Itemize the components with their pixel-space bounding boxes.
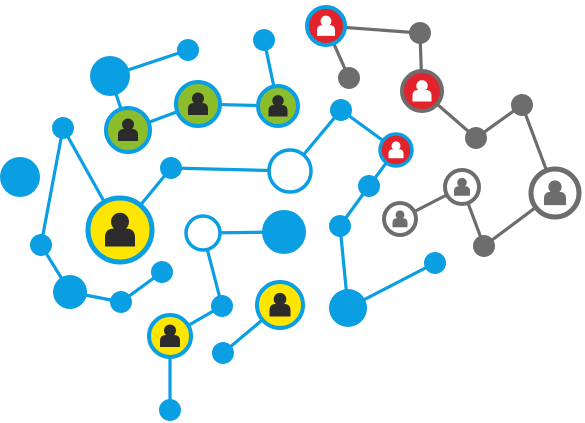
- network-node: [53, 275, 87, 309]
- person-nodes: [85, 5, 582, 359]
- network-node: [473, 235, 495, 257]
- network-node: [424, 252, 446, 274]
- person-node-gray: [443, 168, 481, 206]
- person-node-yellow: [255, 280, 305, 330]
- network-node: [330, 99, 352, 121]
- network-node: [30, 234, 52, 256]
- gray-dots: [338, 22, 533, 257]
- person-node-gray: [528, 166, 582, 220]
- person-node-green: [174, 80, 222, 128]
- network-node: [0, 157, 40, 197]
- person-node-red: [400, 69, 444, 113]
- edge: [39, 126, 65, 247]
- person-node-green: [104, 106, 152, 154]
- network-node: [358, 175, 380, 197]
- network-node: [511, 94, 533, 116]
- network-node: [90, 56, 130, 96]
- person-node-yellow: [85, 195, 155, 265]
- network-node: [211, 295, 233, 317]
- network-node: [52, 117, 74, 139]
- gray-edges: [324, 24, 557, 248]
- network-node: [160, 157, 182, 179]
- blue-dots: [0, 29, 446, 421]
- hollow-nodes: [184, 148, 313, 252]
- hollow-node: [267, 148, 313, 194]
- network-node: [338, 67, 360, 89]
- network-node: [212, 342, 234, 364]
- network-node: [262, 210, 306, 254]
- network-node: [253, 29, 275, 51]
- network-node: [151, 261, 173, 283]
- person-node-green: [256, 84, 300, 128]
- network-node: [110, 291, 132, 313]
- person-node-red: [378, 132, 414, 168]
- network-node: [329, 215, 351, 237]
- network-node: [159, 399, 181, 421]
- hollow-node: [184, 214, 222, 252]
- person-node-red: [305, 5, 347, 47]
- person-node-yellow: [147, 313, 193, 359]
- network-node: [465, 127, 487, 149]
- network-node: [177, 39, 199, 61]
- network-node: [409, 22, 431, 44]
- person-node-gray: [382, 201, 418, 237]
- network-node: [329, 289, 367, 327]
